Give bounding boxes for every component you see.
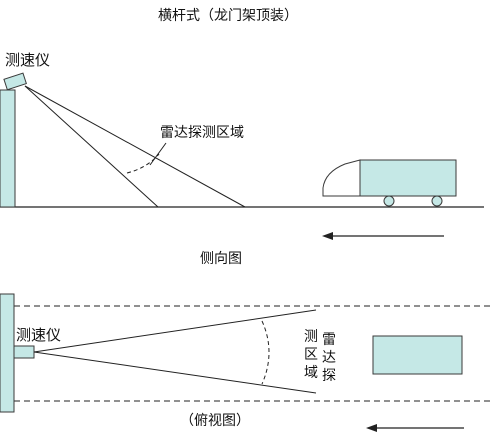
- top-zone-arc: [261, 320, 270, 385]
- top-sensor: [13, 345, 35, 359]
- side-view: [0, 72, 484, 240]
- diagram-title: 横杆式（龙门架顶装）: [158, 8, 298, 24]
- side-sensor: [3, 72, 27, 91]
- top-beam-lower: [33, 351, 317, 394]
- side-zone-arc: [126, 153, 160, 174]
- truck-cab: [322, 159, 361, 197]
- side-direction-arrow: [322, 232, 444, 240]
- top-view: [0, 293, 492, 432]
- top-pole: [0, 293, 15, 413]
- side-view-caption: 侧向图: [200, 251, 242, 267]
- side-device-label: 测速仪: [5, 51, 51, 69]
- truck-body: [359, 159, 457, 197]
- top-view-caption: （俯视图）: [180, 413, 250, 429]
- truck-wheel-front: [383, 195, 395, 207]
- truck-wheel-rear: [431, 195, 443, 207]
- side-beam-lower: [24, 85, 159, 208]
- top-beam-upper: [33, 309, 317, 353]
- truck: [322, 159, 457, 207]
- side-pole: [0, 89, 16, 208]
- side-zone-label: 雷达探测区域: [160, 125, 244, 141]
- top-zone-label-col1: 测区域: [304, 329, 318, 381]
- top-zone-label-col2: 雷达探: [322, 332, 336, 384]
- top-vehicle: [372, 335, 463, 375]
- top-device-label: 测速仪: [16, 326, 62, 344]
- top-direction-arrow: [366, 424, 464, 432]
- side-zone-leader: [149, 142, 167, 166]
- side-beam-upper: [24, 85, 246, 208]
